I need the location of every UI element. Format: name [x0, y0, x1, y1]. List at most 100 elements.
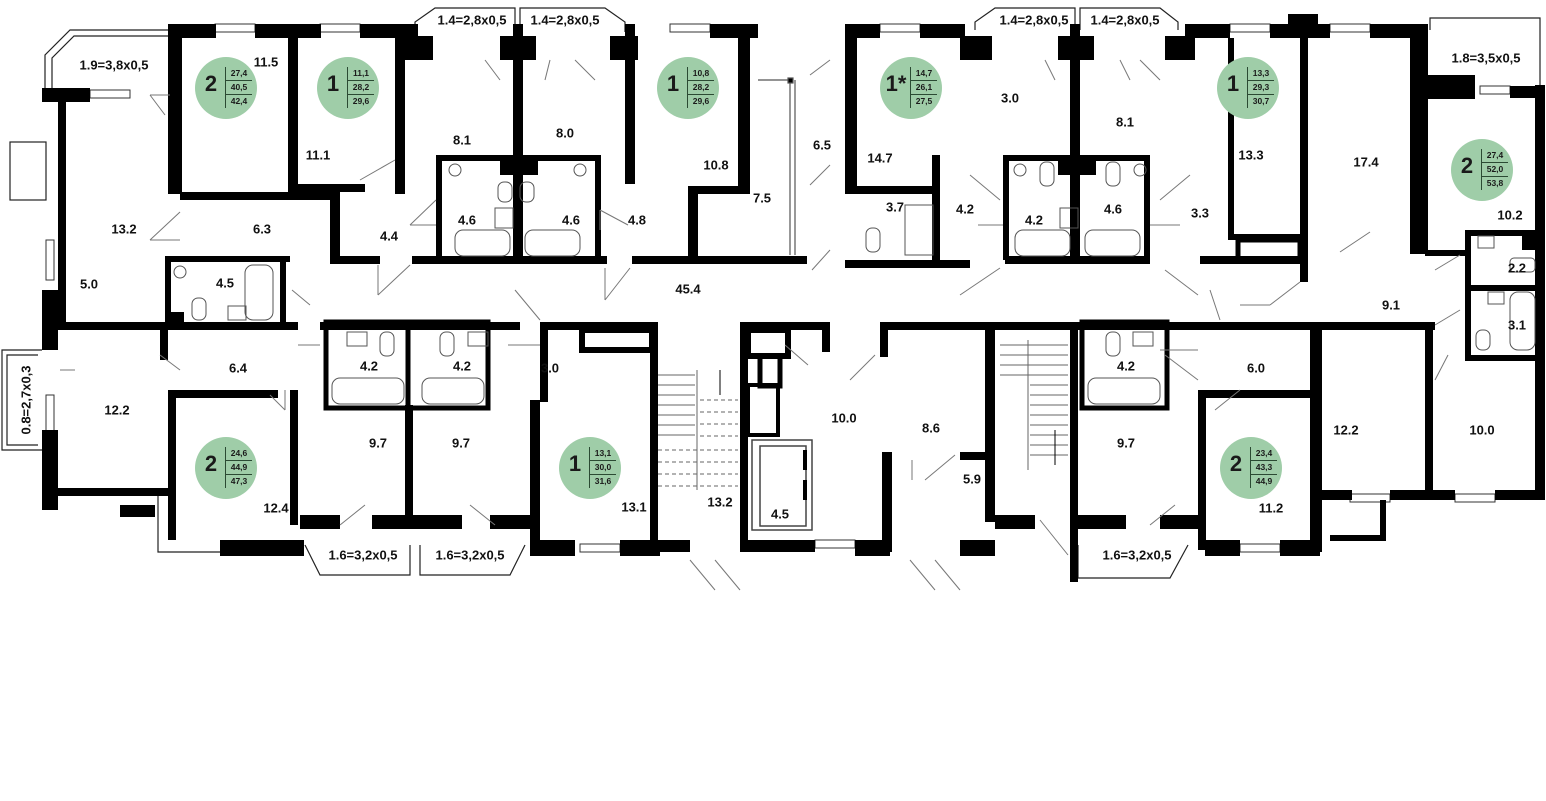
balcony-label: 1.4=2,8x0,5: [437, 12, 507, 28]
elevator: [751, 439, 813, 531]
apartment-area-value: 24,6: [226, 447, 252, 461]
room-area-label: 8.1: [452, 132, 472, 148]
room-area-label: 5.0: [79, 276, 99, 292]
balcony-label: 1.4=2,8x0,5: [1090, 12, 1160, 28]
door-swings: [60, 59, 1461, 591]
apartment-area-value: 13,1: [590, 447, 616, 461]
apartment-rooms: 2: [204, 71, 218, 96]
walls: [42, 14, 1545, 582]
room-area-label: 13.2: [707, 494, 733, 510]
room-area-label: 3.7: [885, 199, 905, 215]
apartment-area-value: 30,0: [590, 461, 616, 475]
apartment-area-value: 43,3: [1251, 461, 1277, 475]
apartment-rooms: 1: [666, 71, 680, 96]
room-area-label: 10.0: [1469, 422, 1495, 438]
room-area-label: 3.3: [1190, 205, 1210, 221]
room-area-label: 6.3: [252, 221, 272, 237]
apartment-area-value: 52,0: [1482, 163, 1508, 177]
apartment-area-value: 40,5: [226, 81, 252, 95]
apartment-area-value: 44,9: [226, 461, 252, 475]
apartment-area-value: 42,4: [230, 96, 248, 106]
room-area-label: 8.1: [1115, 114, 1135, 130]
room-area-label: 11.1: [305, 147, 331, 163]
room-area-label: 4.6: [457, 212, 477, 228]
room-area-label: 4.6: [561, 212, 581, 228]
apartment-area-value: 27,4: [226, 67, 252, 81]
room-area-label: 6.0: [1246, 360, 1266, 376]
room-area-label: 13.3: [1238, 147, 1264, 163]
room-area-label: 9.7: [368, 435, 388, 451]
apartment-rooms: 1: [326, 71, 340, 96]
room-area-label: 13.1: [621, 499, 647, 515]
apartment-area-value: 27,5: [915, 96, 933, 106]
glass-door: [758, 77, 796, 255]
room-area-label: 13.2: [111, 221, 137, 237]
apartment-rooms: 1: [1226, 71, 1240, 96]
room-area-label: 6.4: [228, 360, 248, 376]
apartment-area-value: 29,6: [352, 96, 370, 106]
apartment-area-value: 10,8: [688, 67, 714, 81]
fixtures: [173, 161, 1536, 405]
room-area-label: 17.4: [1353, 154, 1379, 170]
window-marks: [45, 23, 1511, 553]
balcony-label: 1.6=3,2x0,5: [328, 547, 398, 563]
balcony-label: 1.6=3,2x0,5: [1102, 547, 1172, 563]
balcony-label: 1.9=3,8x0,5: [79, 57, 149, 73]
apartment-area-value: 28,2: [688, 81, 714, 95]
apartment-area-value: 44,9: [1255, 476, 1273, 486]
room-area-label: 8.6: [921, 420, 941, 436]
balcony-label: 0.8=2,7x0,3: [18, 365, 34, 435]
apartment-area-value: 27,4: [1482, 149, 1508, 163]
room-area-label: 4.2: [452, 358, 472, 374]
room-area-label: 10.2: [1497, 207, 1523, 223]
room-area-label: 12.2: [104, 402, 130, 418]
room-area-label: 8.0: [555, 125, 575, 141]
room-area-label: 4.2: [1024, 212, 1044, 228]
room-area-label: 9.7: [451, 435, 471, 451]
room-area-label: 45.4: [675, 281, 701, 297]
apartment-rooms: 1: [568, 451, 582, 476]
apartment-rooms: 2: [204, 451, 218, 476]
room-area-label: 3.0: [540, 360, 560, 376]
room-area-label: 4.2: [359, 358, 379, 374]
room-area-label: 12.4: [263, 500, 289, 516]
apartment-area-value: 29,3: [1248, 81, 1274, 95]
room-area-label: 10.0: [831, 410, 857, 426]
room-area-label: 3.1: [1507, 317, 1527, 333]
stairs: [658, 340, 1068, 490]
balcony-label: 1.8=3,5x0,5: [1451, 50, 1521, 66]
room-area-label: 11.2: [1258, 500, 1284, 516]
room-area-label: 11.5: [253, 54, 279, 70]
room-area-label: 12.2: [1333, 422, 1359, 438]
room-area-label: 4.5: [770, 506, 790, 522]
room-area-label: 4.2: [1116, 358, 1136, 374]
room-area-label: 2.2: [1507, 260, 1527, 276]
room-area-label: 4.8: [627, 212, 647, 228]
room-area-label: 4.6: [1103, 201, 1123, 217]
apartment-area-value: 23,4: [1251, 447, 1277, 461]
room-area-label: 14.7: [867, 150, 893, 166]
balcony-label: 1.6=3,2x0,5: [435, 547, 505, 563]
apartment-area-value: 53,8: [1486, 178, 1504, 188]
apartment-area-value: 30,7: [1252, 96, 1270, 106]
room-area-label: 4.2: [955, 201, 975, 217]
apartment-area-value: 29,6: [692, 96, 710, 106]
apartment-area-value: 28,2: [348, 81, 374, 95]
apartment-area-value: 13,3: [1248, 67, 1274, 81]
balcony-label: 1.4=2,8x0,5: [530, 12, 600, 28]
